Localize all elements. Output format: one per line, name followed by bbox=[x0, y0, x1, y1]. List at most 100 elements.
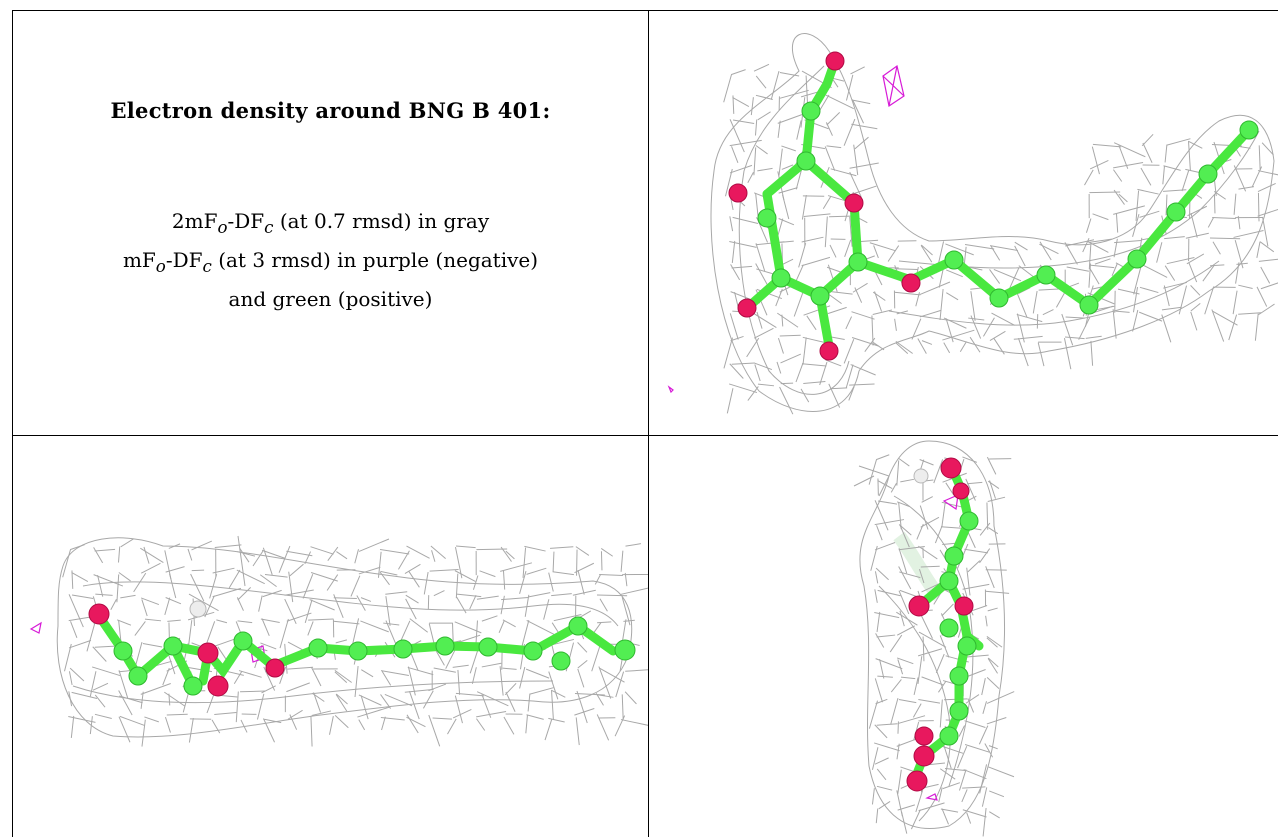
mesh-strand bbox=[62, 548, 72, 578]
mesh-strand bbox=[876, 525, 883, 541]
mesh-strand bbox=[334, 671, 348, 684]
mesh-strand bbox=[918, 631, 947, 648]
mesh-strand bbox=[986, 635, 1003, 648]
mesh-strand bbox=[543, 599, 550, 620]
mesh-strand bbox=[876, 723, 898, 726]
table-border-top bbox=[12, 10, 1278, 11]
mesh-strand bbox=[624, 691, 637, 705]
mesh-strand bbox=[844, 239, 852, 258]
mesh-strand bbox=[942, 782, 961, 790]
mesh-strand bbox=[798, 243, 807, 268]
mesh-strand bbox=[240, 719, 248, 733]
mesh-strand bbox=[600, 551, 603, 571]
mesh-strand bbox=[379, 548, 410, 555]
mesh-strand bbox=[895, 342, 909, 355]
mesh-strand bbox=[753, 63, 770, 72]
mesh-strand bbox=[544, 719, 553, 741]
mesh-strand bbox=[336, 551, 348, 560]
mesh-strand bbox=[133, 572, 147, 593]
mesh-strand bbox=[311, 710, 332, 717]
mesh-strand bbox=[958, 725, 966, 737]
mesh-strand bbox=[262, 547, 273, 575]
mesh-strand bbox=[850, 66, 865, 75]
mesh-strand bbox=[385, 596, 391, 626]
mesh-strand bbox=[454, 695, 463, 724]
mesh-strand bbox=[167, 619, 181, 622]
mesh-strand bbox=[505, 691, 516, 712]
mesh-strand bbox=[915, 790, 924, 813]
mesh-strand bbox=[941, 808, 949, 825]
mesh-strand bbox=[1085, 335, 1102, 339]
mesh-strand bbox=[423, 571, 429, 595]
mesh-strand bbox=[1117, 288, 1140, 295]
mesh-strand bbox=[1251, 166, 1263, 188]
mesh-strand bbox=[755, 75, 767, 89]
mesh-strand bbox=[433, 667, 456, 673]
mesh-strand bbox=[261, 685, 276, 694]
mesh-strand bbox=[1112, 309, 1117, 339]
mesh-strand bbox=[876, 611, 881, 632]
mesh-strand bbox=[526, 567, 547, 575]
mesh-strand bbox=[793, 290, 805, 317]
mesh-strand bbox=[898, 502, 902, 530]
mesh-strand bbox=[620, 719, 648, 726]
mesh-strand bbox=[428, 683, 447, 692]
mesh-strand bbox=[875, 808, 879, 824]
mesh-strand bbox=[1089, 159, 1109, 170]
mesh-strand bbox=[1164, 236, 1185, 240]
mesh-strand bbox=[939, 768, 956, 780]
mesh-strand bbox=[781, 164, 794, 170]
legend-title: Electron density around BNG B 401: bbox=[110, 98, 551, 123]
mesh-strand bbox=[746, 337, 760, 358]
mesh-strand bbox=[981, 677, 986, 696]
mesh-strand bbox=[985, 590, 1010, 594]
mesh-strand bbox=[166, 713, 188, 716]
mesh-strand bbox=[1211, 309, 1225, 342]
mesh-strand bbox=[731, 146, 739, 163]
mesh-strand bbox=[989, 245, 1018, 251]
mesh-strand bbox=[896, 501, 910, 508]
mesh-strand bbox=[577, 659, 588, 669]
negative-density-speck bbox=[925, 793, 938, 801]
mesh-strand bbox=[1089, 238, 1112, 243]
mesh-strand bbox=[68, 639, 92, 649]
mesh-strand bbox=[1190, 302, 1201, 312]
mesh-strand bbox=[753, 312, 777, 328]
mesh-strand bbox=[917, 648, 943, 657]
mesh-strand bbox=[957, 745, 968, 769]
mesh-strand bbox=[574, 562, 595, 574]
mesh-strand bbox=[525, 714, 528, 734]
mesh-strand bbox=[69, 667, 85, 682]
mesh-strand bbox=[214, 544, 242, 549]
mesh-strand bbox=[919, 505, 929, 530]
mesh-strand bbox=[600, 548, 613, 557]
mesh-strand bbox=[917, 656, 923, 684]
mesh-strand bbox=[979, 764, 988, 794]
mesh-strand bbox=[830, 168, 857, 177]
mesh-strand bbox=[360, 597, 372, 602]
mesh-strand bbox=[118, 690, 133, 716]
mesh-strand bbox=[548, 572, 554, 592]
mesh-strand bbox=[900, 676, 916, 680]
mesh-strand bbox=[796, 120, 802, 140]
mesh-strand bbox=[1087, 241, 1109, 253]
mesh-strand bbox=[596, 714, 610, 741]
mesh-strand bbox=[527, 693, 531, 712]
mesh-strand bbox=[919, 459, 934, 466]
figure-table: Electron density around BNG B 401: 2mFo-… bbox=[12, 10, 1278, 837]
mesh-strand bbox=[806, 315, 817, 331]
mesh-strand bbox=[279, 618, 289, 649]
mesh-strand bbox=[469, 594, 477, 610]
mesh-strand bbox=[71, 691, 98, 699]
mesh-strand bbox=[986, 456, 997, 475]
mesh-strand bbox=[1163, 285, 1170, 307]
mesh-strand bbox=[875, 633, 885, 648]
mesh-strand bbox=[236, 597, 244, 611]
mesh-strand bbox=[825, 359, 842, 367]
mesh-strand bbox=[828, 383, 841, 408]
mesh-strand bbox=[286, 682, 310, 693]
mesh-strand bbox=[874, 519, 905, 526]
mesh-strand bbox=[819, 361, 828, 386]
mesh-strand bbox=[500, 546, 512, 562]
mesh-strand bbox=[946, 269, 963, 278]
